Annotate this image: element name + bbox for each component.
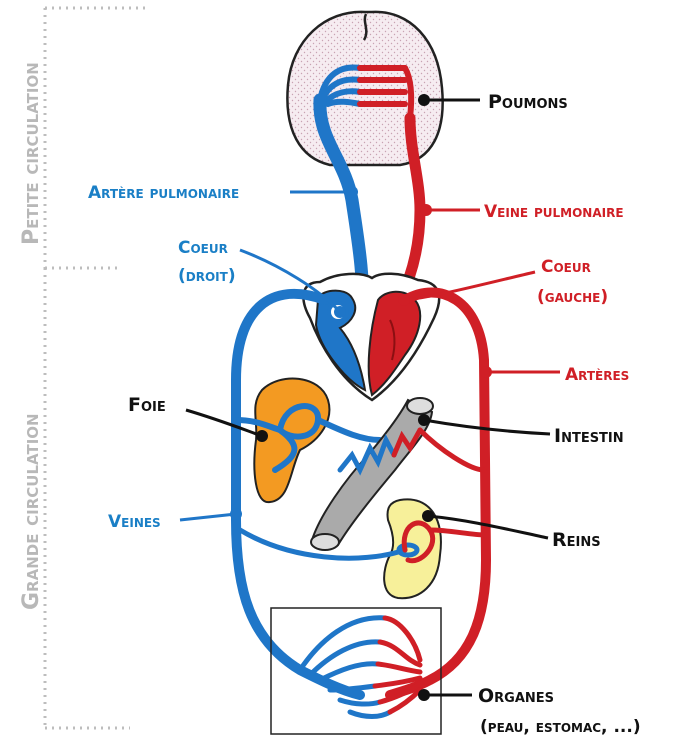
label-arteres: Artères bbox=[565, 365, 629, 385]
grande-circulation-label: Grande circulation bbox=[19, 413, 44, 610]
label-coeur-droit-sub: (droit) bbox=[178, 266, 236, 286]
label-foie: Foie bbox=[128, 394, 166, 416]
label-coeur-droit: Coeur bbox=[178, 238, 228, 258]
label-organes-sub: (peau, estomac, ...) bbox=[480, 717, 641, 737]
organ-capillaries bbox=[300, 618, 420, 717]
label-artere-pulmonaire: Artère pulmonaire bbox=[88, 183, 239, 203]
label-reins: Reins bbox=[552, 529, 601, 551]
label-intestin: Intestin bbox=[554, 425, 624, 447]
kidney-vessels bbox=[240, 523, 486, 561]
petite-circulation-label: Petite circulation bbox=[19, 62, 44, 245]
label-coeur-gauche-sub: (gauche) bbox=[537, 287, 608, 307]
petite-bracket bbox=[45, 8, 148, 268]
label-veine-pulmonaire: Veine pulmonaire bbox=[484, 202, 624, 222]
grande-bracket bbox=[45, 268, 130, 728]
label-poumons: Poumons bbox=[488, 91, 568, 113]
label-organes: Organes bbox=[478, 685, 554, 707]
label-coeur-gauche: Coeur bbox=[541, 257, 591, 277]
label-veines: Veines bbox=[108, 512, 161, 532]
